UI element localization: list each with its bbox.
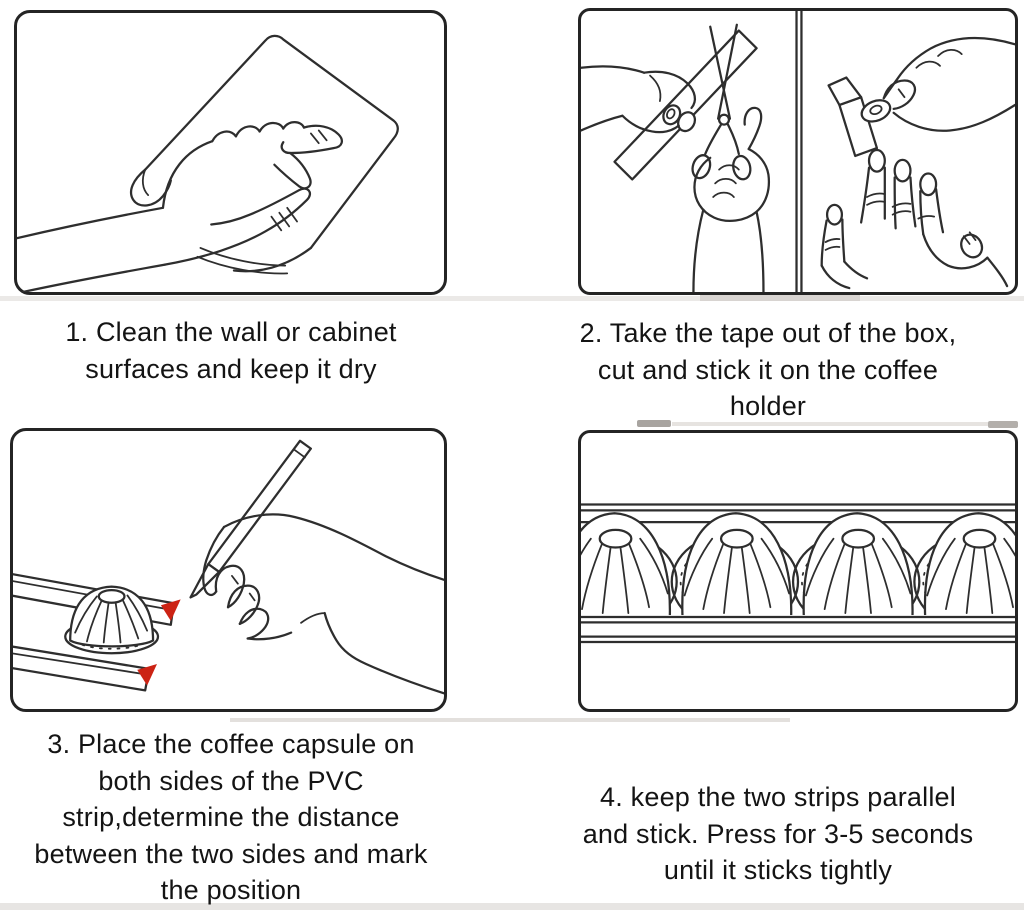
photo-artifact: [0, 296, 1024, 301]
step2-illustration: [581, 11, 1015, 292]
supporting-hand-icon: [820, 148, 1009, 290]
capsule-row: [581, 512, 1015, 632]
photo-artifact: [672, 422, 988, 426]
photo-artifact: [988, 421, 1018, 428]
step4-illustration: [581, 503, 1015, 645]
caption-line: both sides of the PVC: [98, 765, 364, 796]
step3-panel: [10, 428, 447, 712]
step3-caption: 3. Place the coffee capsule on both side…: [0, 726, 462, 909]
photo-artifact: [230, 718, 790, 722]
strip-holding-hand-icon: [581, 65, 697, 134]
caption-line: 4. keep the two strips parallel: [600, 782, 956, 812]
marker-pen-icon: [189, 439, 312, 599]
scissors-hand-icon: [692, 106, 771, 292]
coffee-capsule-icon: [64, 585, 160, 655]
caption-line: until it sticks tightly: [663, 855, 893, 885]
caption-line: 2. Take the tape out of the box,: [579, 318, 957, 348]
caption-line: 1. Clean the wall or cabinet: [65, 317, 397, 347]
step3-illustration: [13, 439, 444, 695]
step4-caption: 4. keep the two strips parallel and stic…: [532, 779, 1024, 889]
writing-hand-icon: [202, 513, 444, 695]
peeling-hand-icon: [860, 36, 1015, 132]
caption-line: surfaces and keep it dry: [85, 353, 377, 384]
peel-tape-strip-icon: [827, 76, 879, 158]
red-mark-icon: [137, 599, 181, 686]
photo-artifact: [0, 903, 1024, 910]
scissors-icon: [691, 23, 752, 181]
top-strip-icon: [581, 503, 1015, 524]
panel-divider: [795, 11, 803, 292]
photo-artifact: [700, 295, 860, 301]
step4-panel: [578, 430, 1018, 712]
photo-artifact: [637, 420, 671, 427]
tape-strip-icon: [613, 29, 758, 181]
caption-line: between the two sides and mark: [34, 838, 428, 869]
step1-illustration: [17, 34, 399, 292]
caption-line: the position: [160, 875, 302, 905]
step1-caption: 1. Clean the wall or cabinet surfaces an…: [0, 314, 462, 387]
caption-line: holder: [729, 391, 807, 421]
wiping-hand-icon: [17, 121, 343, 292]
step2-panel: [578, 8, 1018, 295]
caption-line: strip,determine the distance: [62, 802, 400, 832]
caption-line: and stick. Press for 3-5 seconds: [582, 818, 974, 849]
cloth-icon: [129, 34, 399, 275]
bottom-pvc-strip-icon: [13, 645, 151, 692]
caption-line: cut and stick it on the coffee: [597, 354, 939, 385]
caption-line: 3. Place the coffee capsule on: [47, 729, 415, 759]
step1-panel: [14, 10, 447, 295]
bottom-strip-icon: [581, 615, 1015, 645]
step2-caption: 2. Take the tape out of the box, cut and…: [512, 315, 1024, 425]
